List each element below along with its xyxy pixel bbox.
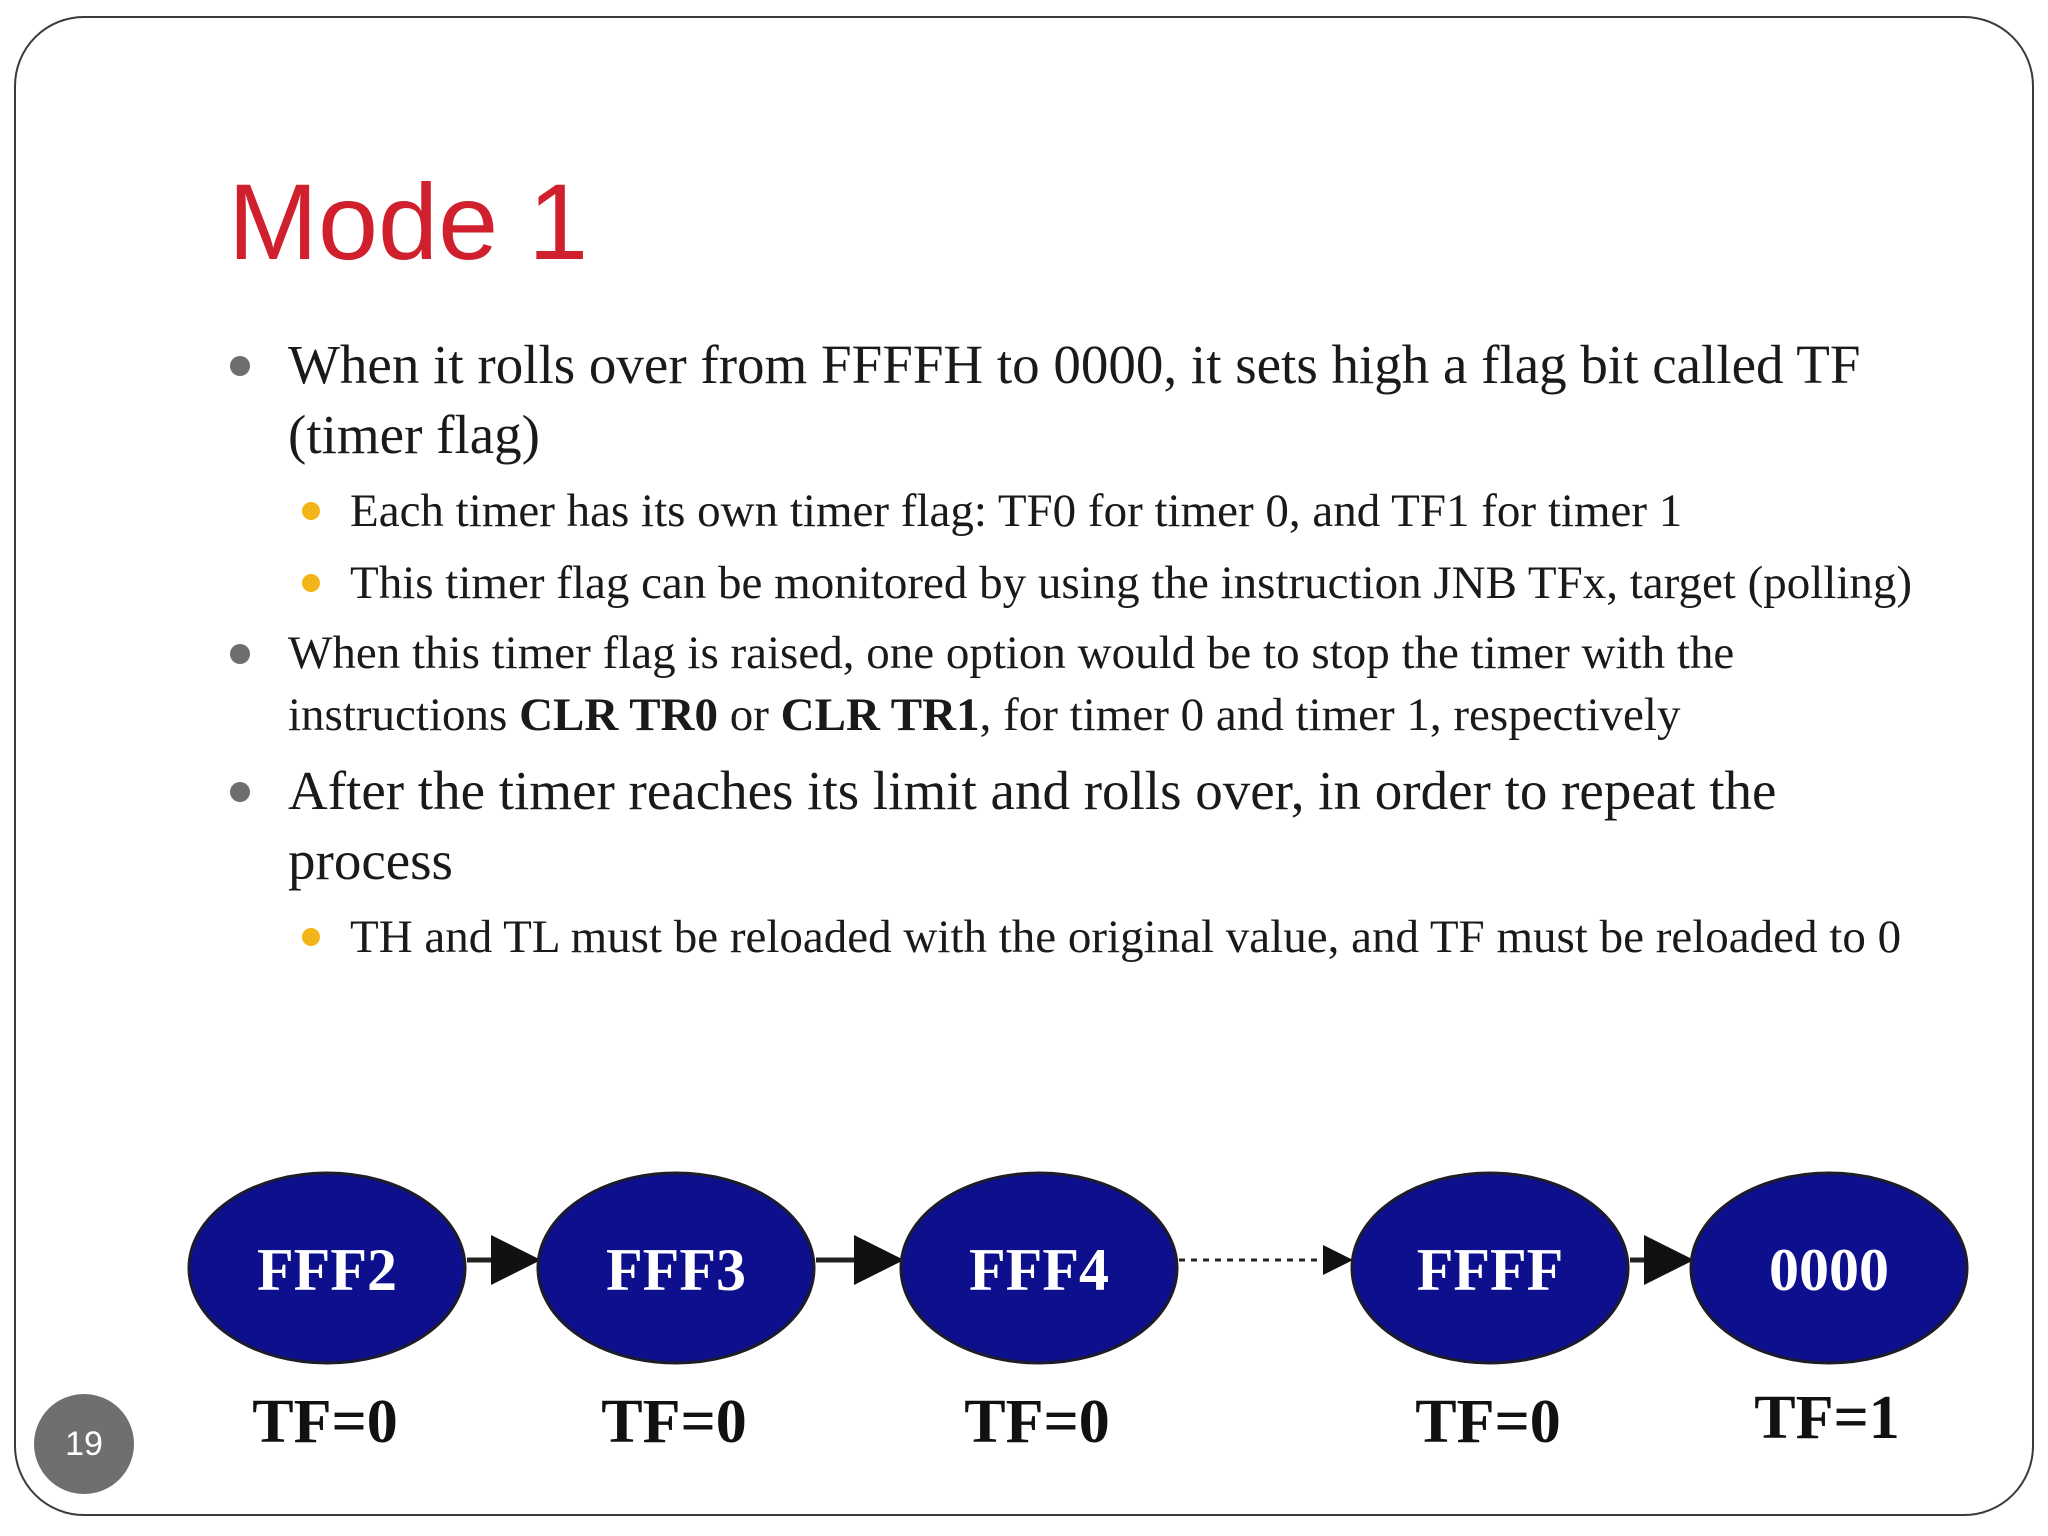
- bullet-text: After the timer reaches its limit and ro…: [288, 760, 1777, 891]
- bullet-text-part: or: [718, 689, 781, 741]
- sub-bullet-own-flag: Each timer has its own timer flag: TF0 f…: [228, 480, 1948, 542]
- sub-bullet-monitor-flag: This timer flag can be monitored by usin…: [228, 552, 1948, 614]
- page-number-badge: 19: [34, 1394, 134, 1494]
- node-label: 0000: [1769, 1237, 1889, 1303]
- bullet-stop-timer: When this timer flag is raised, one opti…: [228, 622, 1948, 746]
- diagram-node-0000: 0000: [1689, 1171, 1969, 1365]
- bullet-code-clr-tr0: CLR TR0: [519, 689, 719, 741]
- node-ellipse: [1689, 1171, 1969, 1365]
- sub-bullet-dot-icon: [302, 502, 320, 520]
- diagram-flags: TF=0 TF=0 TF=0 TF=0 TF=1: [252, 1384, 1900, 1456]
- node-flag-label: TF=0: [252, 1388, 398, 1456]
- slide-title: Mode 1: [228, 161, 589, 282]
- diagram-node-fff3: FFF3: [536, 1171, 816, 1365]
- slide-body: When it rolls over from FFFFH to 0000, i…: [228, 330, 1948, 968]
- node-flag-label: TF=1: [1754, 1384, 1900, 1452]
- sub-bullet-text: Each timer has its own timer flag: TF0 f…: [350, 485, 1683, 537]
- node-ellipse: [187, 1171, 467, 1365]
- node-ellipse: [1350, 1171, 1630, 1365]
- node-flag-label: TF=0: [964, 1388, 1110, 1456]
- node-label: FFF3: [606, 1237, 746, 1303]
- node-label: FFF2: [257, 1237, 397, 1303]
- diagram-node-fff4: FFF4: [899, 1171, 1179, 1365]
- bullet-repeat-process: After the timer reaches its limit and ro…: [228, 756, 1948, 896]
- node-ellipse: [899, 1171, 1179, 1365]
- bullet-text-part: When this timer flag is raised, one opti…: [288, 627, 1735, 741]
- node-label: FFF4: [969, 1237, 1109, 1303]
- node-ellipse: [536, 1171, 816, 1365]
- bullet-code-clr-tr1: CLR TR1: [780, 689, 980, 741]
- node-label: FFFF: [1417, 1237, 1564, 1303]
- bullet-text-part: , for timer 0 and timer 1, respectively: [979, 689, 1681, 741]
- sub-bullet-reload: TH and TL must be reloaded with the orig…: [228, 906, 1948, 968]
- diagram-node-fff2: FFF2: [187, 1171, 467, 1365]
- sub-bullet-dot-icon: [302, 928, 320, 946]
- node-flag-label: TF=0: [601, 1388, 747, 1456]
- bullet-dot-icon: [230, 356, 250, 376]
- sub-bullet-dot-icon: [302, 574, 320, 592]
- diagram-node-ffff: FFFF: [1350, 1171, 1630, 1365]
- bullet-rollover: When it rolls over from FFFFH to 0000, i…: [228, 330, 1948, 470]
- diagram-nodes: FFF2 FFF3 FFF4 FFFF 0000: [187, 1171, 1969, 1365]
- sub-bullet-text: This timer flag can be monitored by usin…: [350, 557, 1913, 609]
- bullet-dot-icon: [230, 644, 250, 664]
- bullet-dot-icon: [230, 782, 250, 802]
- sub-bullet-text: TH and TL must be reloaded with the orig…: [350, 911, 1902, 963]
- bullet-text: When it rolls over from FFFFH to 0000, i…: [288, 334, 1861, 465]
- node-flag-label: TF=0: [1415, 1388, 1561, 1456]
